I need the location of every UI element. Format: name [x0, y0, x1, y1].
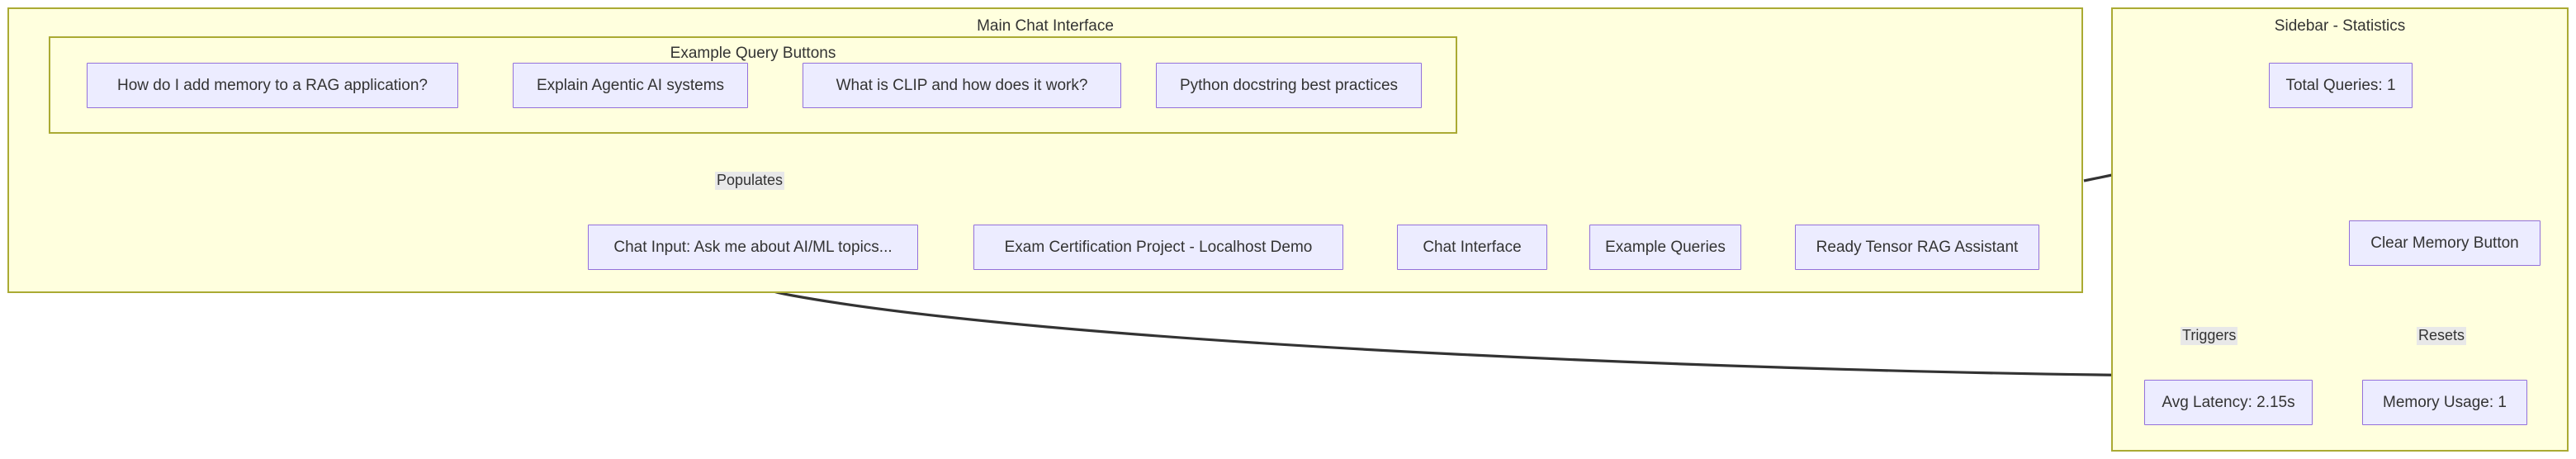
node-exam-certification-project[interactable]: Exam Certification Project - Localhost D…: [973, 225, 1343, 270]
node-query-python-docstring[interactable]: Python docstring best practices: [1156, 63, 1422, 108]
subgraph-title-sidebar-statistics: Sidebar - Statistics: [2274, 17, 2406, 35]
node-clear-memory-button[interactable]: Clear Memory Button: [2349, 220, 2540, 266]
node-example-queries[interactable]: Example Queries: [1589, 225, 1741, 270]
subgraph-title-example-query-buttons: Example Query Buttons: [670, 45, 836, 62]
node-avg-latency[interactable]: Avg Latency: 2.15s: [2144, 380, 2313, 425]
node-chat-interface[interactable]: Chat Interface: [1397, 225, 1547, 270]
node-memory-usage[interactable]: Memory Usage: 1: [2362, 380, 2527, 425]
node-query-clip[interactable]: What is CLIP and how does it work?: [803, 63, 1121, 108]
edge-label-populates: Populates: [715, 172, 785, 190]
edge-label-triggers: Triggers: [2181, 327, 2238, 345]
edge-subgraph-link: [2083, 173, 2113, 182]
node-total-queries[interactable]: Total Queries: 1: [2269, 63, 2413, 108]
edge-label-resets: Resets: [2417, 327, 2467, 345]
node-query-agentic-ai[interactable]: Explain Agentic AI systems: [513, 63, 748, 108]
subgraph-title-main-chat-interface: Main Chat Interface: [977, 17, 1114, 35]
node-chat-input[interactable]: Chat Input: Ask me about AI/ML topics...: [588, 225, 918, 270]
node-ready-tensor-rag-assistant[interactable]: Ready Tensor RAG Assistant: [1795, 225, 2039, 270]
node-query-rag-memory[interactable]: How do I add memory to a RAG application…: [87, 63, 458, 108]
